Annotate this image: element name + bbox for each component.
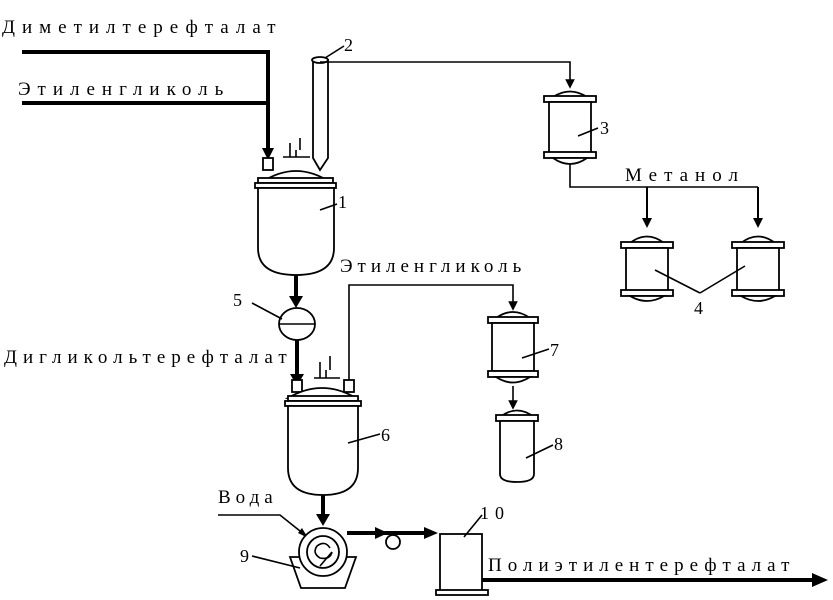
leader-4-right [699,265,746,294]
ethylene-glycol-line-to-7 [348,284,518,380]
number-6: 6 [381,425,390,445]
leader-3 [577,127,599,137]
arrow-1-5 [289,296,303,308]
granulator-9 [288,527,358,589]
leader-6 [347,433,381,444]
arrow-head-left [642,218,652,228]
leader-1 [319,203,338,211]
number-5: 5 [233,290,242,310]
number-2: 2 [344,35,353,55]
label-diglycol-terephthalate: Дигликольтерефталат [4,347,293,368]
arrow-6-9 [316,514,330,526]
number-3: 3 [600,118,609,138]
water-line [218,514,306,536]
number-1: 1 [338,192,347,212]
number-8: 8 [554,434,563,454]
receiver-8 [495,409,539,483]
methanol-header-line [569,164,758,188]
arrow-out-1 [375,527,388,539]
roller [385,534,401,550]
label-ethylene-glycol-mid: Этиленгликоль [340,256,526,277]
label-dimethyl-terephthalate: Диметилтерефталат [2,17,283,38]
condenser-7 [487,311,539,384]
number-4: 4 [694,298,703,318]
leader-4-left [654,269,701,294]
reactor-6 [284,356,362,496]
arrow-out-2 [424,527,438,539]
arrow-head-right [753,218,763,228]
label-ethylene-glycol-top: Этиленгликоль [18,79,230,100]
leader-10 [463,514,483,538]
label-methanol: Метанол [625,165,745,186]
filter-5 [278,307,316,341]
leader-8 [525,444,554,459]
dryer-10 [435,533,489,596]
leader-2 [324,45,345,59]
column-2 [311,56,329,172]
leader-5 [251,302,283,320]
feed-arrow-head [262,148,274,160]
number-9: 9 [240,546,249,566]
vapor-line-to-3 [320,61,575,89]
leader-9 [251,555,301,569]
label-water: Вода [218,487,278,508]
receiver-4-left [620,235,674,302]
condenser-3 [543,90,597,165]
leader-7 [521,348,550,359]
number-7: 7 [550,340,559,360]
label-polyethylene-terephthalate: Полиэтилентерефталат [488,555,795,576]
dimethyl-feed-line [22,50,270,152]
receiver-4-right [731,235,785,302]
product-arrow [812,573,828,587]
number-10: 10 [480,503,510,523]
